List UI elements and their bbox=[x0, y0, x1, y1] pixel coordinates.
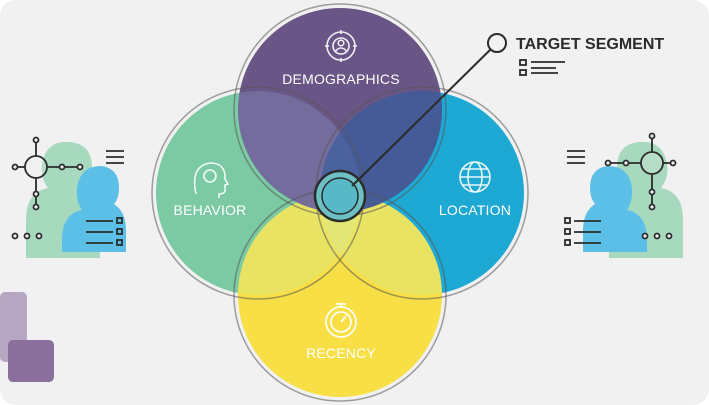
list-icon bbox=[519, 59, 565, 76]
recency-circle bbox=[238, 193, 442, 397]
location-recency-overlap bbox=[320, 193, 442, 295]
demographics-label: DEMOGRAPHICS bbox=[282, 71, 400, 87]
globe-icon bbox=[459, 161, 491, 193]
decor-square-dark bbox=[8, 340, 54, 382]
behavior-label: BEHAVIOR bbox=[174, 202, 247, 218]
head-brain-icon bbox=[193, 162, 230, 198]
stopwatch-icon bbox=[325, 303, 357, 338]
venn-circles bbox=[151, 3, 529, 402]
target-segment-label: TARGET SEGMENT bbox=[516, 36, 664, 53]
person-target-icon bbox=[325, 30, 357, 62]
recency-label: RECENCY bbox=[306, 345, 376, 361]
location-label: LOCATION bbox=[439, 202, 511, 218]
callout-dot bbox=[487, 33, 507, 53]
target-center-icon bbox=[313, 169, 367, 223]
behavior-recency-overlap bbox=[238, 193, 360, 295]
callout-line bbox=[351, 47, 493, 187]
person-network-icon bbox=[564, 132, 683, 258]
person-network-icon bbox=[11, 136, 126, 258]
